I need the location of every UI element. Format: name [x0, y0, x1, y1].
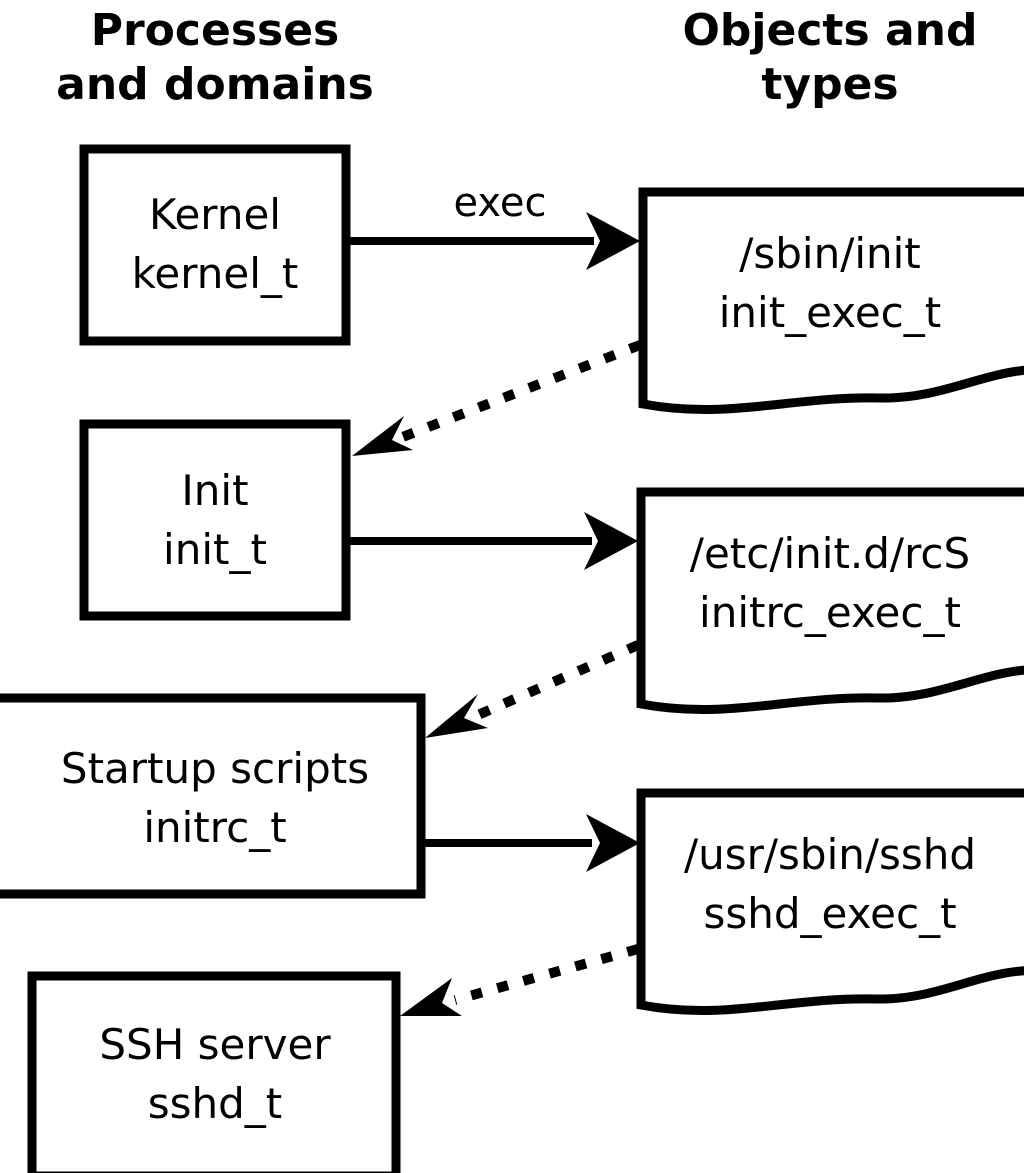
node-kernel-line2: kernel_t: [132, 249, 299, 298]
column-header-objects: Objects and types: [683, 5, 978, 110]
node-usr-sbin-sshd[interactable]: /usr/sbin/sshd sshd_exec_t: [636, 788, 1024, 1016]
edge-initexec-transition-init: [352, 340, 642, 456]
node-sbin-init-document-shape[interactable]: [638, 187, 1024, 415]
node-sbin-init[interactable]: /sbin/init init_exec_t: [638, 187, 1024, 415]
node-init-line1: Init: [181, 466, 248, 515]
node-kernel-line1: Kernel: [149, 190, 281, 239]
edge-initrc-exec-sshd: [421, 814, 640, 872]
node-usr-sbin-sshd-line1: /usr/sbin/sshd: [684, 830, 976, 879]
edge-label-exec: exec: [454, 180, 547, 226]
node-init-box[interactable]: [79, 419, 351, 621]
edge-sshdexec-transition-sshd: [400, 944, 640, 1016]
edge-initrcexec-transition-initrc-arrowhead: [425, 694, 488, 738]
node-ssh-server-line2: sshd_t: [148, 1079, 283, 1128]
edge-initrcexec-transition-initrc-line: [475, 640, 641, 720]
column-header-processes-line1: Processes: [91, 5, 340, 56]
node-ssh-server-box[interactable]: [27, 971, 401, 1173]
node-etc-initd-rcs-document-shape[interactable]: [636, 487, 1024, 715]
node-etc-initd-rcs[interactable]: /etc/init.d/rcS initrc_exec_t: [636, 487, 1024, 715]
column-header-objects-line2: types: [761, 59, 898, 110]
node-etc-initd-rcs-line2: initrc_exec_t: [699, 588, 961, 637]
edge-kernel-exec-init: exec: [346, 180, 640, 270]
node-usr-sbin-sshd-line2: sshd_exec_t: [703, 889, 956, 938]
node-startup-scripts[interactable]: Startup scripts initrc_t: [0, 693, 426, 899]
node-init-line2: init_t: [163, 525, 267, 574]
edge-sshdexec-transition-sshd-arrowhead: [400, 978, 462, 1016]
node-sbin-init-line1: /sbin/init: [739, 229, 921, 278]
node-etc-initd-rcs-line1: /etc/init.d/rcS: [690, 529, 970, 578]
node-startup-scripts-line1: Startup scripts: [61, 744, 369, 793]
node-kernel-box[interactable]: [79, 144, 351, 346]
edge-init-exec-rcs: [346, 512, 638, 570]
column-header-objects-line1: Objects and: [683, 5, 978, 56]
edge-initrcexec-transition-initrc: [425, 640, 641, 738]
node-usr-sbin-sshd-document-shape[interactable]: [636, 788, 1024, 1016]
edge-kernel-exec-init-arrowhead: [586, 212, 640, 270]
edge-init-exec-rcs-arrowhead: [584, 512, 638, 570]
edge-initexec-transition-init-arrowhead: [352, 416, 413, 456]
edge-sshdexec-transition-sshd-line: [453, 944, 640, 1005]
node-startup-scripts-line2: initrc_t: [143, 803, 286, 852]
node-sbin-init-line2: init_exec_t: [719, 288, 942, 337]
node-ssh-server[interactable]: SSH server sshd_t: [27, 971, 401, 1173]
node-kernel[interactable]: Kernel kernel_t: [79, 144, 351, 346]
node-startup-scripts-box[interactable]: [0, 693, 426, 899]
column-header-processes: Processes and domains: [56, 5, 374, 110]
column-header-processes-line2: and domains: [56, 59, 374, 110]
edge-initrc-exec-sshd-arrowhead: [586, 814, 640, 872]
edge-initexec-transition-init-line: [398, 340, 642, 443]
node-init[interactable]: Init init_t: [79, 419, 351, 621]
node-ssh-server-line1: SSH server: [99, 1020, 331, 1069]
